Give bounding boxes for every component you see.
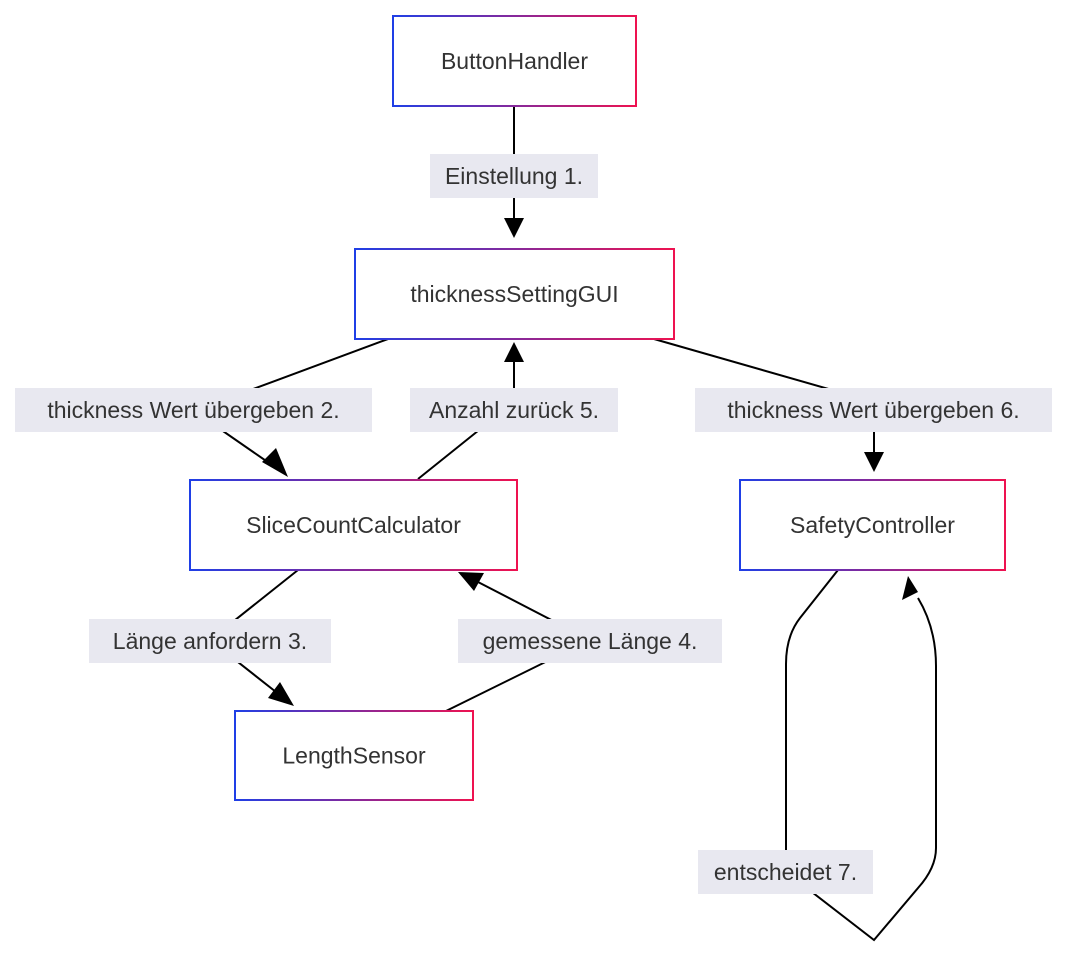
node-label: SafetyController [790,512,955,538]
svg-text:thickness Wert übergeben 2.: thickness Wert übergeben 2. [47,397,339,423]
svg-text:Länge anfordern 3.: Länge anfordern 3. [113,628,307,654]
arrowhead-icon [864,452,884,472]
arrowhead-icon [458,572,484,591]
node-safety-controller[interactable]: SafetyController [739,479,1006,571]
edge-label-anzahl-zurueck: Anzahl zurück 5. [410,388,618,432]
node-slice-count-calculator[interactable]: SliceCountCalculator [189,479,518,571]
svg-text:entscheidet 7.: entscheidet 7. [714,859,857,885]
edge-label-einstellung: Einstellung 1. [430,154,598,198]
svg-text:gemessene Länge 4.: gemessene Länge 4. [483,628,698,654]
edge-label-gemessene-laenge: gemessene Länge 4. [458,619,722,663]
node-thickness-setting-gui[interactable]: thicknessSettingGUI [354,248,675,340]
node-label: LengthSensor [282,743,426,769]
edge-label-laenge-anfordern: Länge anfordern 3. [89,619,331,663]
edge-label-entscheidet: entscheidet 7. [698,850,873,894]
arrowhead-icon [262,448,288,477]
edge-label-thickness-wert-6: thickness Wert übergeben 6. [695,388,1052,432]
edge-entscheidet [785,569,937,942]
svg-text:Einstellung 1.: Einstellung 1. [445,163,583,189]
node-button-handler[interactable]: ButtonHandler [392,15,637,107]
arrowhead-icon [504,218,524,238]
arrowhead-icon [504,342,524,362]
arrowhead-icon [902,576,918,600]
svg-text:thickness Wert übergeben 6.: thickness Wert übergeben 6. [727,397,1019,423]
node-label: thicknessSettingGUI [410,281,618,307]
svg-text:Anzahl zurück 5.: Anzahl zurück 5. [429,397,599,423]
node-length-sensor[interactable]: LengthSensor [234,710,474,801]
arrowhead-icon [268,682,294,706]
node-label: ButtonHandler [441,48,588,74]
node-label: SliceCountCalculator [246,512,461,538]
edge-label-thickness-wert-2: thickness Wert übergeben 2. [15,388,372,432]
